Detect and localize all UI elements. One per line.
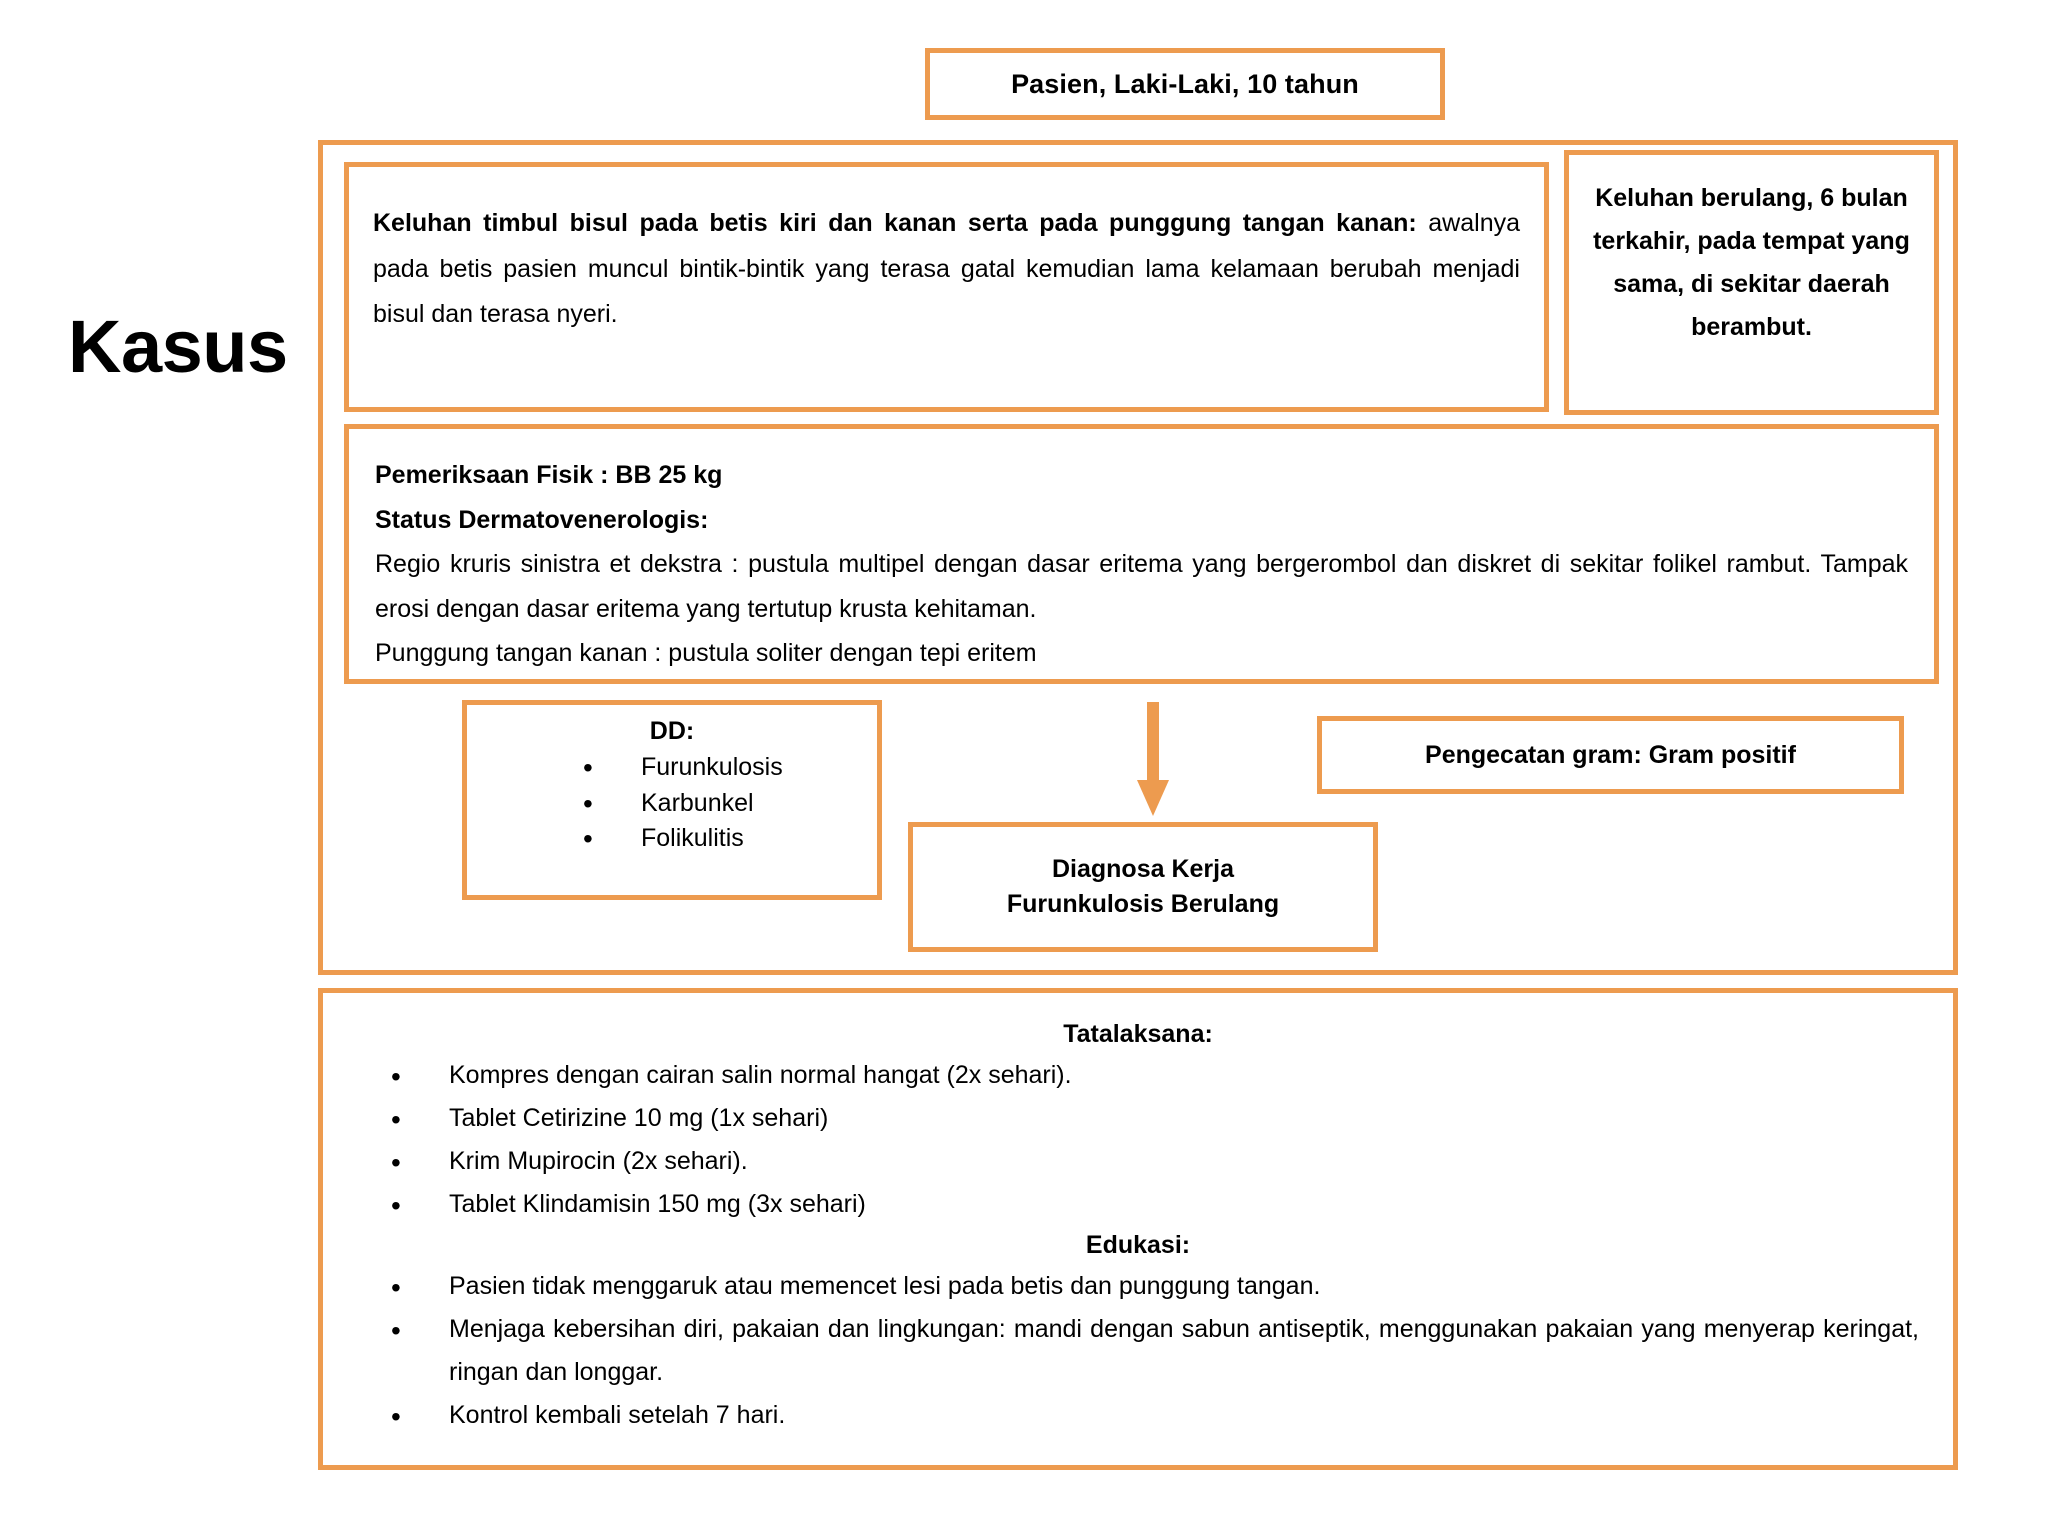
dd-item: Furunkulosis — [583, 748, 877, 787]
dd-title: DD: — [649, 717, 695, 745]
diagnosis-value: Furunkulosis Berulang — [1006, 890, 1280, 918]
down-arrow-icon — [1133, 702, 1173, 820]
dd-item: Karbunkel — [583, 784, 877, 823]
complaint-rest: awalnya pada betis pasien muncul bintik-… — [373, 209, 1520, 328]
complaint-box: Keluhan timbul bisul pada betis kiri dan… — [344, 162, 1549, 412]
working-diagnosis-box: Diagnosa Kerja Furunkulosis Berulang — [908, 822, 1378, 952]
treatment-item: Kompres dengan cairan salin normal hanga… — [365, 1053, 1919, 1101]
section-label-kasus: Kasus — [68, 305, 288, 388]
recurrence-text: Keluhan berulang, 6 bulan terkahir, pada… — [1593, 184, 1910, 341]
management-box: Tatalaksana: Kompres dengan cairan salin… — [318, 988, 1958, 1470]
dd-item: Folikulitis — [583, 819, 877, 858]
dd-list: Furunkulosis Karbunkel Folikulitis — [467, 748, 877, 858]
education-item: Menjaga kebersihan diri, pakaian dan lin… — [365, 1307, 1919, 1394]
treatment-item: Tablet Klindamisin 150 mg (3x sehari) — [365, 1182, 1919, 1230]
diagnosis-label: Diagnosa Kerja — [1051, 854, 1234, 883]
complaint-lead: Keluhan timbul bisul pada betis kiri dan… — [373, 209, 1417, 237]
exam-status-heading: Status Dermatovenerologis: — [375, 505, 709, 534]
physical-exam-box: Pemeriksaan Fisik : BB 25 kg Status Derm… — [344, 424, 1939, 684]
treatment-list: Kompres dengan cairan salin normal hanga… — [357, 1053, 1919, 1230]
treatment-heading: Tatalaksana: — [1063, 1020, 1213, 1048]
education-heading: Edukasi: — [1085, 1230, 1191, 1259]
patient-header-text: Pasien, Laki-Laki, 10 tahun — [1011, 68, 1359, 99]
exam-punggung-tangan: Punggung tangan kanan : pustula soliter … — [375, 639, 1037, 667]
treatment-item: Krim Mupirocin (2x sehari). — [365, 1139, 1919, 1187]
patient-header-box: Pasien, Laki-Laki, 10 tahun — [925, 48, 1445, 120]
education-item: Pasien tidak menggaruk atau memencet les… — [365, 1264, 1919, 1312]
treatment-item: Tablet Cetirizine 10 mg (1x sehari) — [365, 1096, 1919, 1144]
gram-stain-text: Pengecatan gram: Gram positif — [1425, 740, 1796, 769]
recurrence-box: Keluhan berulang, 6 bulan terkahir, pada… — [1564, 150, 1939, 415]
gram-stain-box: Pengecatan gram: Gram positif — [1317, 716, 1904, 794]
complaint-text: Keluhan timbul bisul pada betis kiri dan… — [373, 201, 1520, 338]
education-list: Pasien tidak menggaruk atau memencet les… — [357, 1264, 1919, 1441]
differential-diagnosis-box: DD: Furunkulosis Karbunkel Folikulitis — [462, 700, 882, 900]
exam-regio-kruris: Regio kruris sinistra et dekstra : pustu… — [375, 550, 1908, 623]
education-item: Kontrol kembali setelah 7 hari. — [365, 1393, 1919, 1441]
exam-weight-line: Pemeriksaan Fisik : BB 25 kg — [375, 461, 723, 489]
